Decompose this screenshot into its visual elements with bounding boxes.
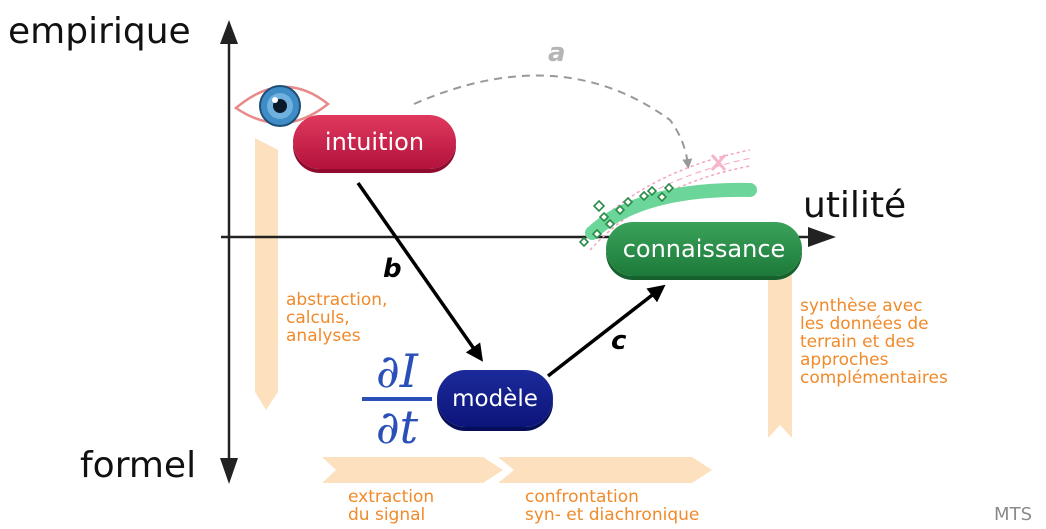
y-axis-top-arrowhead — [220, 20, 238, 44]
note-line: approches — [800, 350, 889, 370]
note-line: calculs, — [286, 308, 350, 328]
eye-icon — [233, 85, 331, 127]
data-point — [622, 196, 634, 208]
x-axis-label: utilité — [803, 185, 907, 226]
note-line: les données de — [800, 314, 929, 334]
data-point — [604, 218, 616, 230]
note-line: analyses — [286, 326, 361, 346]
note-line: complémentaires — [800, 368, 948, 388]
arrow-label-c: c — [611, 326, 627, 356]
data-point — [646, 185, 658, 197]
note-abstraction: abstraction, calculs, analyses — [286, 291, 387, 345]
y-axis-bottom-label: formel — [80, 445, 197, 486]
pink-band-lower — [589, 165, 751, 251]
credit: MTS — [994, 504, 1032, 525]
synthese-band — [768, 257, 792, 438]
data-point — [614, 204, 626, 216]
abstraction-band — [255, 138, 278, 410]
node-connaissance: connaissance — [606, 222, 802, 276]
formula-fraction-bar — [362, 397, 432, 401]
data-point — [663, 182, 675, 194]
data-point — [598, 211, 610, 223]
y-axis-top-label: empirique — [8, 11, 191, 52]
confrontation-band — [498, 457, 712, 483]
note-confrontation: confrontation syn- et diachronique — [525, 488, 699, 524]
extraction-band — [322, 457, 503, 483]
pink-x-mark — [710, 154, 727, 171]
note-synthese: synthèse avec les données de terrain et … — [800, 297, 948, 387]
formula-numerator: ∂I — [376, 344, 418, 398]
arrow-c — [546, 284, 666, 378]
y-axis-bottom-arrowhead — [220, 458, 238, 484]
partial-derivative-formula: ∂I ∂t — [362, 348, 432, 450]
note-line: terrain et des — [800, 332, 915, 352]
arrow-label-a: a — [548, 38, 566, 68]
note-line: syn- et diachronique — [525, 505, 700, 525]
arrow-a — [413, 74, 693, 169]
data-point — [638, 190, 650, 202]
note-extraction: extraction du signal — [348, 488, 434, 524]
arrow-b — [356, 181, 484, 362]
note-line: abstraction, — [286, 290, 388, 310]
x-axis-arrowhead — [808, 227, 836, 247]
data-point — [656, 191, 668, 203]
note-line: synthèse avec — [800, 296, 923, 316]
formula-denominator: ∂t — [375, 400, 419, 454]
note-line: extraction — [348, 487, 435, 507]
arrow-label-b: b — [383, 254, 402, 284]
data-point — [591, 228, 603, 240]
note-line: confrontation — [525, 487, 639, 507]
data-points — [578, 182, 675, 248]
node-modele: modèle — [437, 370, 553, 427]
note-line: du signal — [348, 505, 426, 525]
node-intuition: intuition — [293, 115, 456, 169]
data-point — [592, 199, 606, 213]
green-curve — [585, 182, 757, 240]
data-point — [578, 236, 590, 248]
